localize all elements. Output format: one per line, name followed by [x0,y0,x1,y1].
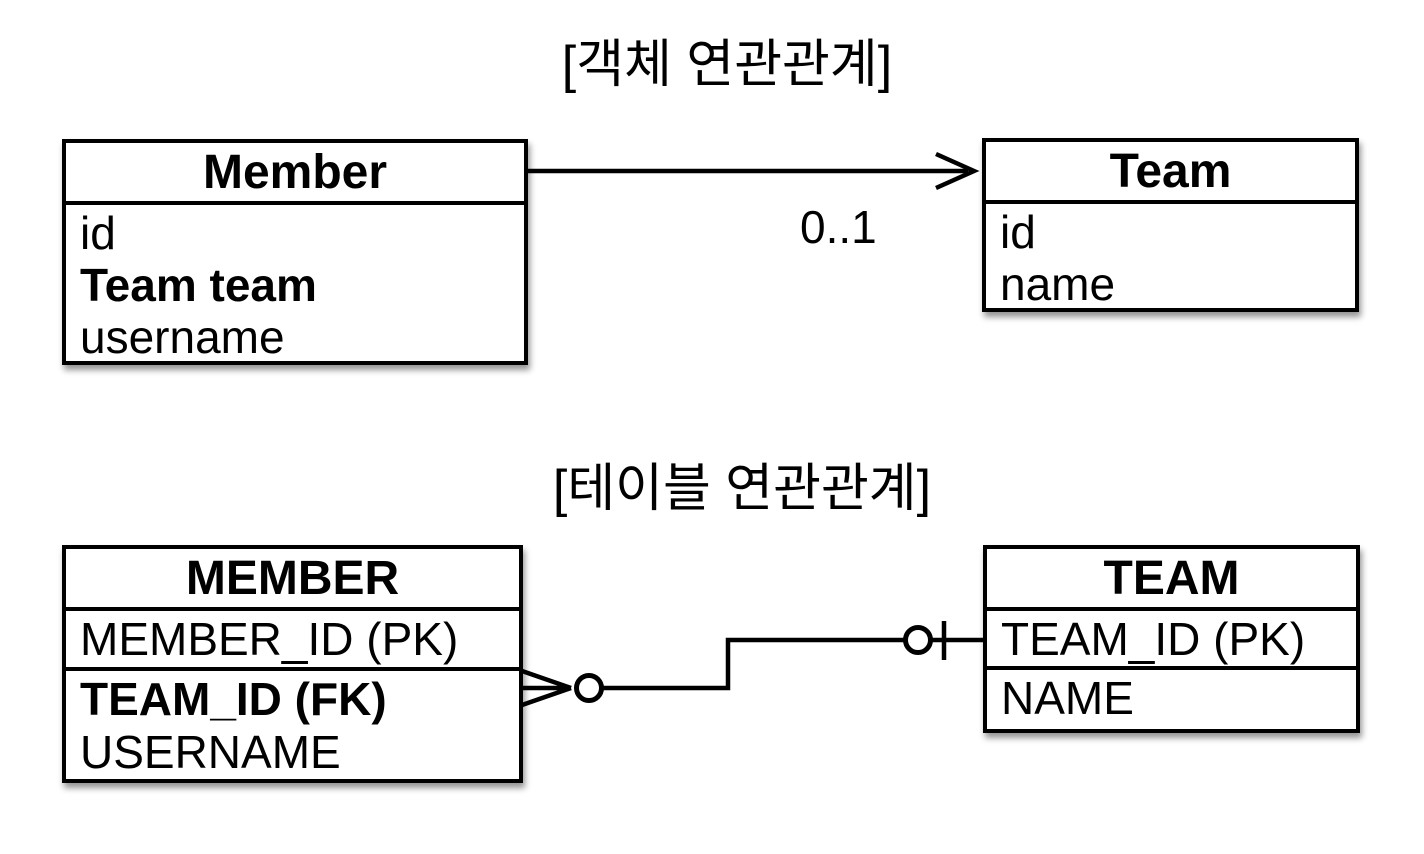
table-section-title: [테이블 연관관계] [552,460,932,518]
team-field-name: name [1000,258,1116,310]
member-table-fk: TEAM_ID (FK) [80,673,387,725]
team-table-columns: NAME [987,670,1356,725]
multiplicity-label: 0..1 [800,201,877,253]
member-table-box: MEMBER MEMBER_ID (PK) TEAM_ID (FK) USERN… [62,545,523,783]
member-table-name: MEMBER [66,549,519,611]
object-section-title: [객체 연관관계] [561,36,893,94]
member-class-name: Member [66,143,524,205]
team-table-pk: TEAM_ID (PK) [987,611,1356,670]
member-table-username: USERNAME [80,726,341,778]
member-class-box: Member id Team team username [62,139,528,365]
member-field-team: Team team [80,259,317,311]
team-table-box: TEAM TEAM_ID (PK) NAME [983,545,1360,733]
open-arrowhead-icon [935,151,980,191]
member-table-columns: TEAM_ID (FK) USERNAME [66,671,519,779]
zero-or-one-icon [903,621,984,660]
team-field-id: id [1000,206,1036,258]
team-class-box: Team id name [982,138,1359,312]
crow-foot-zero-or-many-icon [521,668,604,708]
team-table-name-column: NAME [1001,672,1134,724]
association-arrow [528,151,980,191]
member-class-fields: id Team team username [66,205,524,363]
team-class-fields: id name [986,204,1355,310]
team-table-name: TEAM [987,549,1356,611]
member-field-id: id [80,207,116,259]
member-field-username: username [80,311,285,363]
member-table-pk: MEMBER_ID (PK) [66,611,519,671]
team-class-name: Team [986,142,1355,204]
relationship-line [601,637,905,691]
